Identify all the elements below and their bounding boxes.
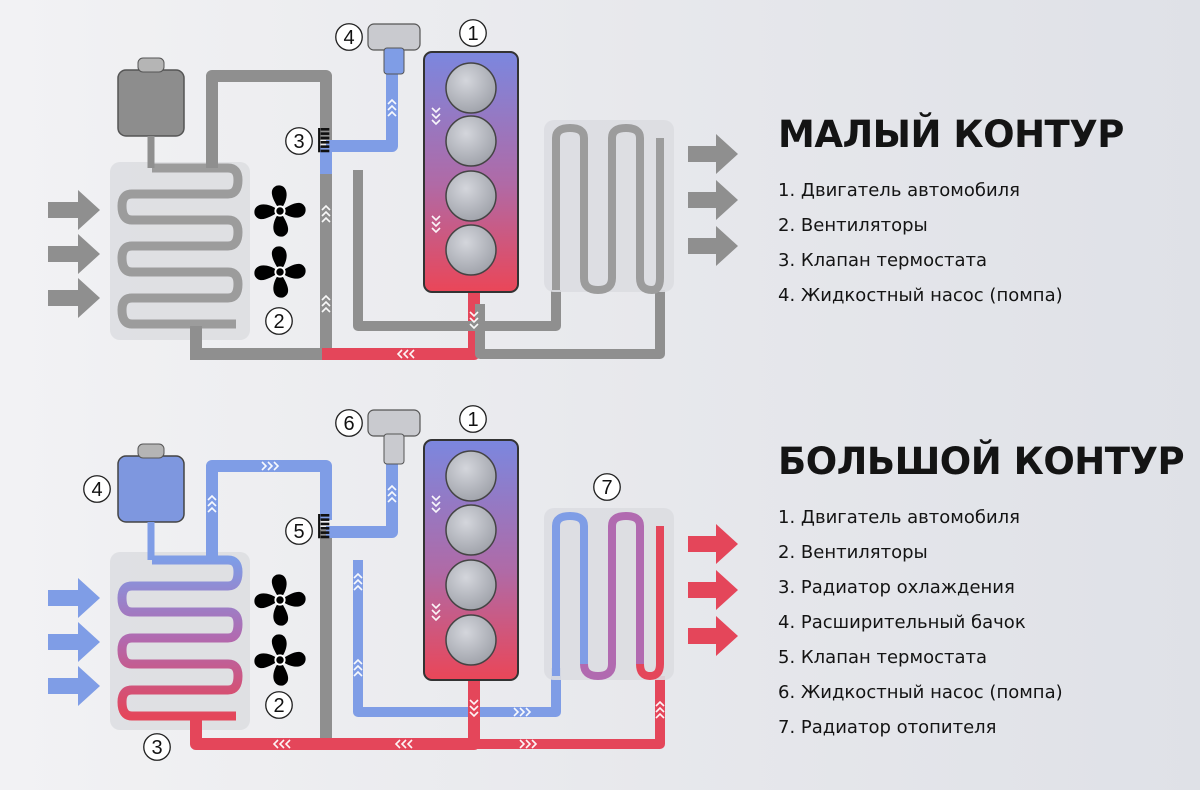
- hot-pipe-bottom-small: [322, 290, 480, 360]
- riser-blue-top-small: [320, 146, 332, 174]
- tank-cap-large: [137, 443, 165, 459]
- list-item: 2. Вентиляторы: [778, 215, 928, 236]
- large-circuit-list: 1. Двигатель автомобиля 2. Вентиляторы 3…: [778, 500, 1184, 745]
- expansion-tank-small: [117, 69, 185, 137]
- small-circuit-title: МАЛЫЙ КОНТУР: [778, 113, 1124, 156]
- airflow-in-arrows: [48, 190, 100, 318]
- flow-chevrons-large: [207, 461, 665, 749]
- marker-3-large: 3: [143, 733, 171, 761]
- marker-7-large: 7: [593, 473, 621, 501]
- marker-1-small: 1: [459, 19, 487, 47]
- svg-text:7: 7: [601, 477, 612, 499]
- list-item: 3. Клапан термостата: [778, 250, 988, 271]
- svg-text:3: 3: [151, 737, 162, 759]
- fan-icon: [254, 246, 306, 298]
- list-item: 6. Жидкостный насос (помпа): [778, 682, 1063, 703]
- svg-text:4: 4: [91, 479, 102, 501]
- small-circuit-list: 1. Двигатель автомобиля 2. Вентиляторы 3…: [778, 173, 1124, 313]
- fan-icon: [254, 634, 306, 686]
- pump-neck-small: [383, 47, 405, 75]
- marker-6-large: 6: [335, 409, 363, 437]
- hot-pipe-bottom-large: [190, 680, 480, 750]
- flow-chevrons-small: [321, 98, 479, 359]
- list-item: 3. Радиатор охлаждения: [778, 577, 1015, 598]
- engine-cylinders-small: [445, 62, 497, 276]
- marker-2-small: 2: [265, 307, 293, 335]
- expansion-tank-large: [117, 455, 185, 523]
- pump-large: [367, 409, 421, 437]
- list-item: 4. Расширительный бачок: [778, 612, 1026, 633]
- svg-text:3: 3: [293, 131, 304, 153]
- marker-5-large: 5: [285, 517, 313, 545]
- list-item: 7. Радиатор отопителя: [778, 717, 997, 738]
- radiator-coil-large: [117, 555, 243, 721]
- list-item: 4. Жидкостный насос (помпа): [778, 285, 1063, 306]
- pump-small: [367, 23, 421, 51]
- marker-2-large: 2: [265, 691, 293, 719]
- small-circuit-diagram: 1 4 3 2: [48, 19, 738, 360]
- heater-feed-pipe-small: [475, 290, 665, 359]
- radiator-small: [110, 162, 250, 340]
- fan-icon: [254, 574, 306, 626]
- radiator-coil-small: [117, 163, 243, 329]
- svg-text:4: 4: [343, 27, 354, 49]
- svg-text:1: 1: [467, 23, 478, 45]
- small-circuit-legend: МАЛЫЙ КОНТУР 1. Двигатель автомобиля 2. …: [778, 113, 1124, 313]
- list-item: 1. Двигатель автомобиля: [778, 507, 1021, 528]
- heater-coil-large-mid: [580, 512, 644, 680]
- engine-cylinders-large: [445, 450, 497, 666]
- heater-return-pipe-large: [353, 560, 561, 717]
- airflow-in-arrows-cold: [48, 578, 100, 706]
- svg-text:2: 2: [273, 311, 284, 333]
- radiator-top-pipe-large: [206, 460, 332, 560]
- marker-4-large: 4: [83, 475, 111, 503]
- large-circuit-diagram: 1 6 4 5 7 2 3: [48, 405, 738, 761]
- large-circuit-legend: БОЛЬШОЙ КОНТУР 1. Двигатель автомобиля 2…: [778, 440, 1185, 745]
- list-item: 5. Клапан термостата: [778, 647, 988, 668]
- marker-3-small: 3: [285, 127, 313, 155]
- airflow-out-arrows-hot: [688, 524, 738, 656]
- pump-neck-large: [383, 433, 405, 465]
- list-item: 2. Вентиляторы: [778, 542, 928, 563]
- heater-return-pipe-small: [353, 170, 561, 331]
- list-item: 1. Двигатель автомобиля: [778, 180, 1021, 201]
- airflow-out-arrows: [688, 134, 738, 266]
- marker-4-small: 4: [335, 23, 363, 51]
- heater-coil-large-hot: [636, 526, 664, 680]
- large-circuit-title: БОЛЬШОЙ КОНТУР: [778, 440, 1185, 483]
- pump-feed-pipe-small: [326, 64, 398, 152]
- svg-text:1: 1: [467, 409, 478, 431]
- fan-icon: [254, 185, 306, 237]
- svg-text:6: 6: [343, 413, 354, 435]
- return-pipe-bottom-small: [190, 326, 322, 360]
- bypass-pipe-top-small: [206, 70, 332, 168]
- svg-text:2: 2: [273, 695, 284, 717]
- heater-coil-large-cold: [552, 512, 588, 676]
- pump-feed-pipe-large: [326, 456, 398, 538]
- svg-text:5: 5: [293, 521, 304, 543]
- tank-cap-small: [137, 57, 165, 73]
- marker-1-large: 1: [459, 405, 487, 433]
- heater-coil-small: [552, 124, 664, 294]
